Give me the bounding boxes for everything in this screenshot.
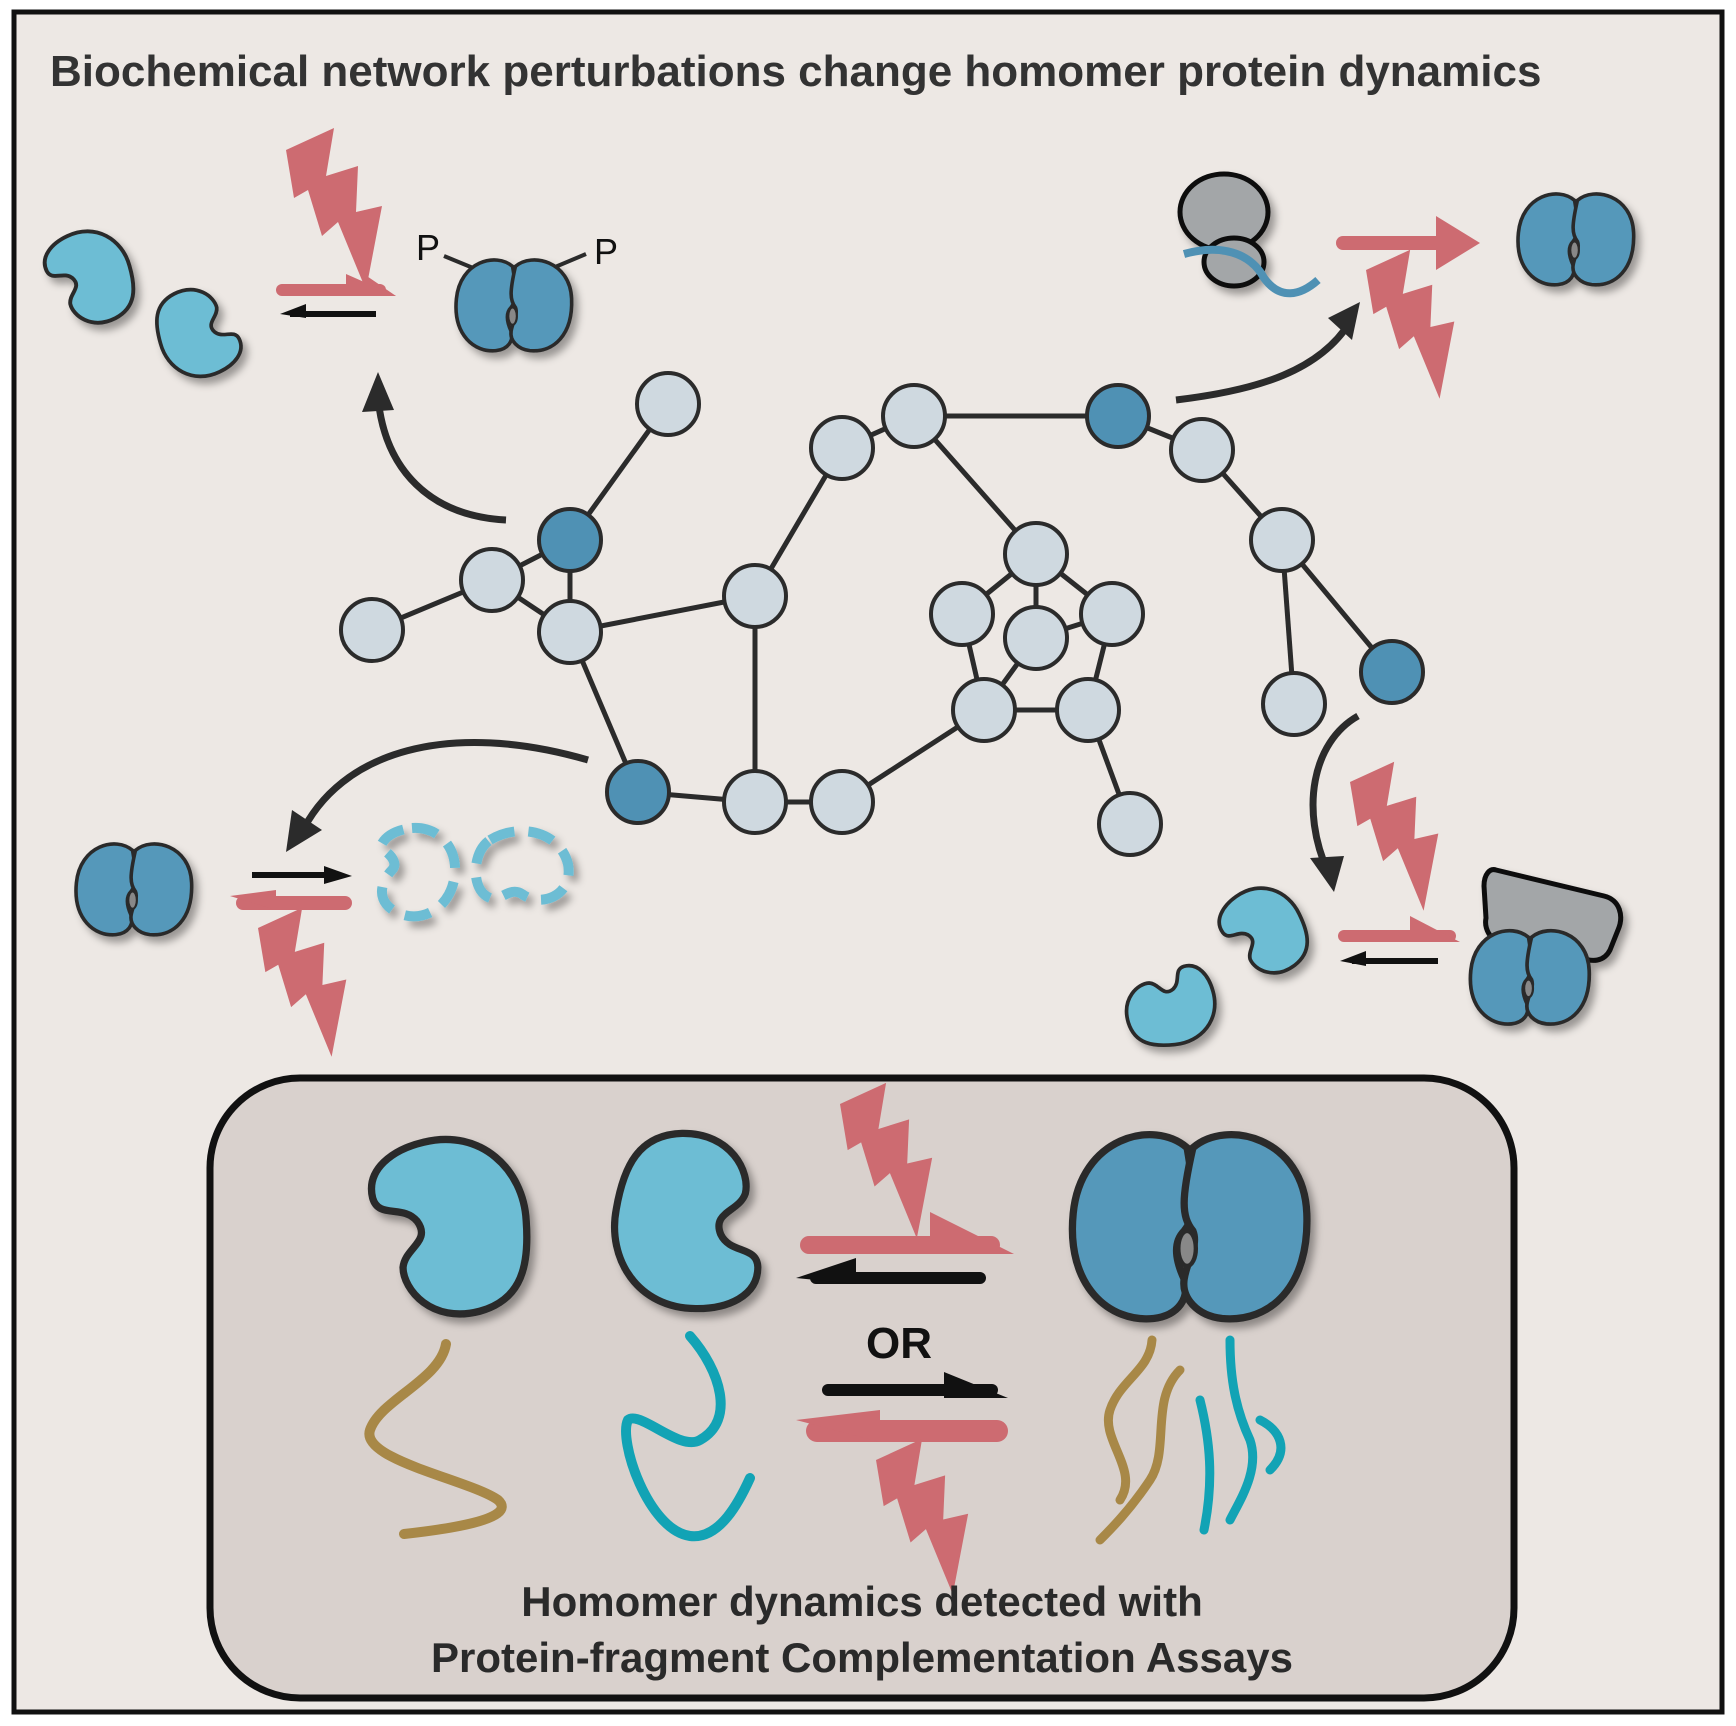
network-node-perturbed bbox=[537, 507, 603, 573]
fragment-gold-icon bbox=[364, 1339, 507, 1539]
equilibrium-arrow-icon bbox=[796, 1372, 1008, 1442]
network-node bbox=[1003, 605, 1069, 671]
unfolded-monomers bbox=[373, 822, 574, 922]
network-node bbox=[929, 581, 995, 647]
partner-bound-dimer bbox=[1468, 867, 1624, 1026]
network-node bbox=[951, 677, 1017, 743]
or-label: OR bbox=[866, 1319, 932, 1368]
network-node bbox=[722, 769, 788, 835]
ribosome-icon bbox=[1177, 171, 1271, 289]
network-node bbox=[459, 547, 525, 613]
arrowheads bbox=[286, 302, 1360, 892]
box-caption-line2: Protein-fragment Complementation Assays bbox=[431, 1634, 1293, 1681]
equilibrium-arrow-icon bbox=[230, 866, 352, 910]
dimer-icon bbox=[1072, 1135, 1307, 1319]
dimer-icon bbox=[1516, 192, 1636, 287]
network-node bbox=[1055, 677, 1121, 743]
network-node-perturbed bbox=[1085, 383, 1151, 449]
nascent-chain bbox=[1182, 245, 1321, 298]
network-node bbox=[635, 371, 701, 437]
network-node bbox=[1079, 581, 1145, 647]
network-node bbox=[1261, 671, 1327, 737]
network-node bbox=[809, 415, 875, 481]
phospho-label-right: P bbox=[594, 231, 618, 272]
network-node bbox=[809, 769, 875, 835]
network-node bbox=[537, 599, 603, 665]
network-node bbox=[1249, 507, 1315, 573]
network-node bbox=[339, 597, 405, 663]
network-node bbox=[1097, 791, 1163, 857]
equilibrium-arrow-icon bbox=[1338, 916, 1460, 966]
forward-arrow-icon bbox=[1336, 216, 1480, 270]
curved-arrow-icon bbox=[296, 320, 1360, 874]
network-node bbox=[722, 563, 788, 629]
fragment-teal-icon bbox=[621, 1331, 755, 1542]
network-node bbox=[1169, 417, 1235, 483]
dimer-icon bbox=[74, 842, 194, 937]
figure-title: Biochemical network perturbations change… bbox=[50, 47, 1541, 96]
box-caption-line1: Homomer dynamics detected with bbox=[521, 1578, 1203, 1625]
reconstituted-reporter-icon bbox=[1095, 1335, 1286, 1545]
network-nodes bbox=[339, 371, 1425, 857]
phosphorylated-dimer: P P bbox=[416, 227, 618, 353]
network-node-perturbed bbox=[605, 759, 671, 825]
network-node-perturbed bbox=[1359, 639, 1425, 705]
equilibrium-arrow-icon bbox=[276, 270, 396, 318]
equilibrium-arrow-icon bbox=[796, 1212, 1014, 1284]
network-node bbox=[881, 383, 947, 449]
network-node bbox=[1003, 521, 1069, 587]
phospho-label-left: P bbox=[416, 227, 440, 268]
